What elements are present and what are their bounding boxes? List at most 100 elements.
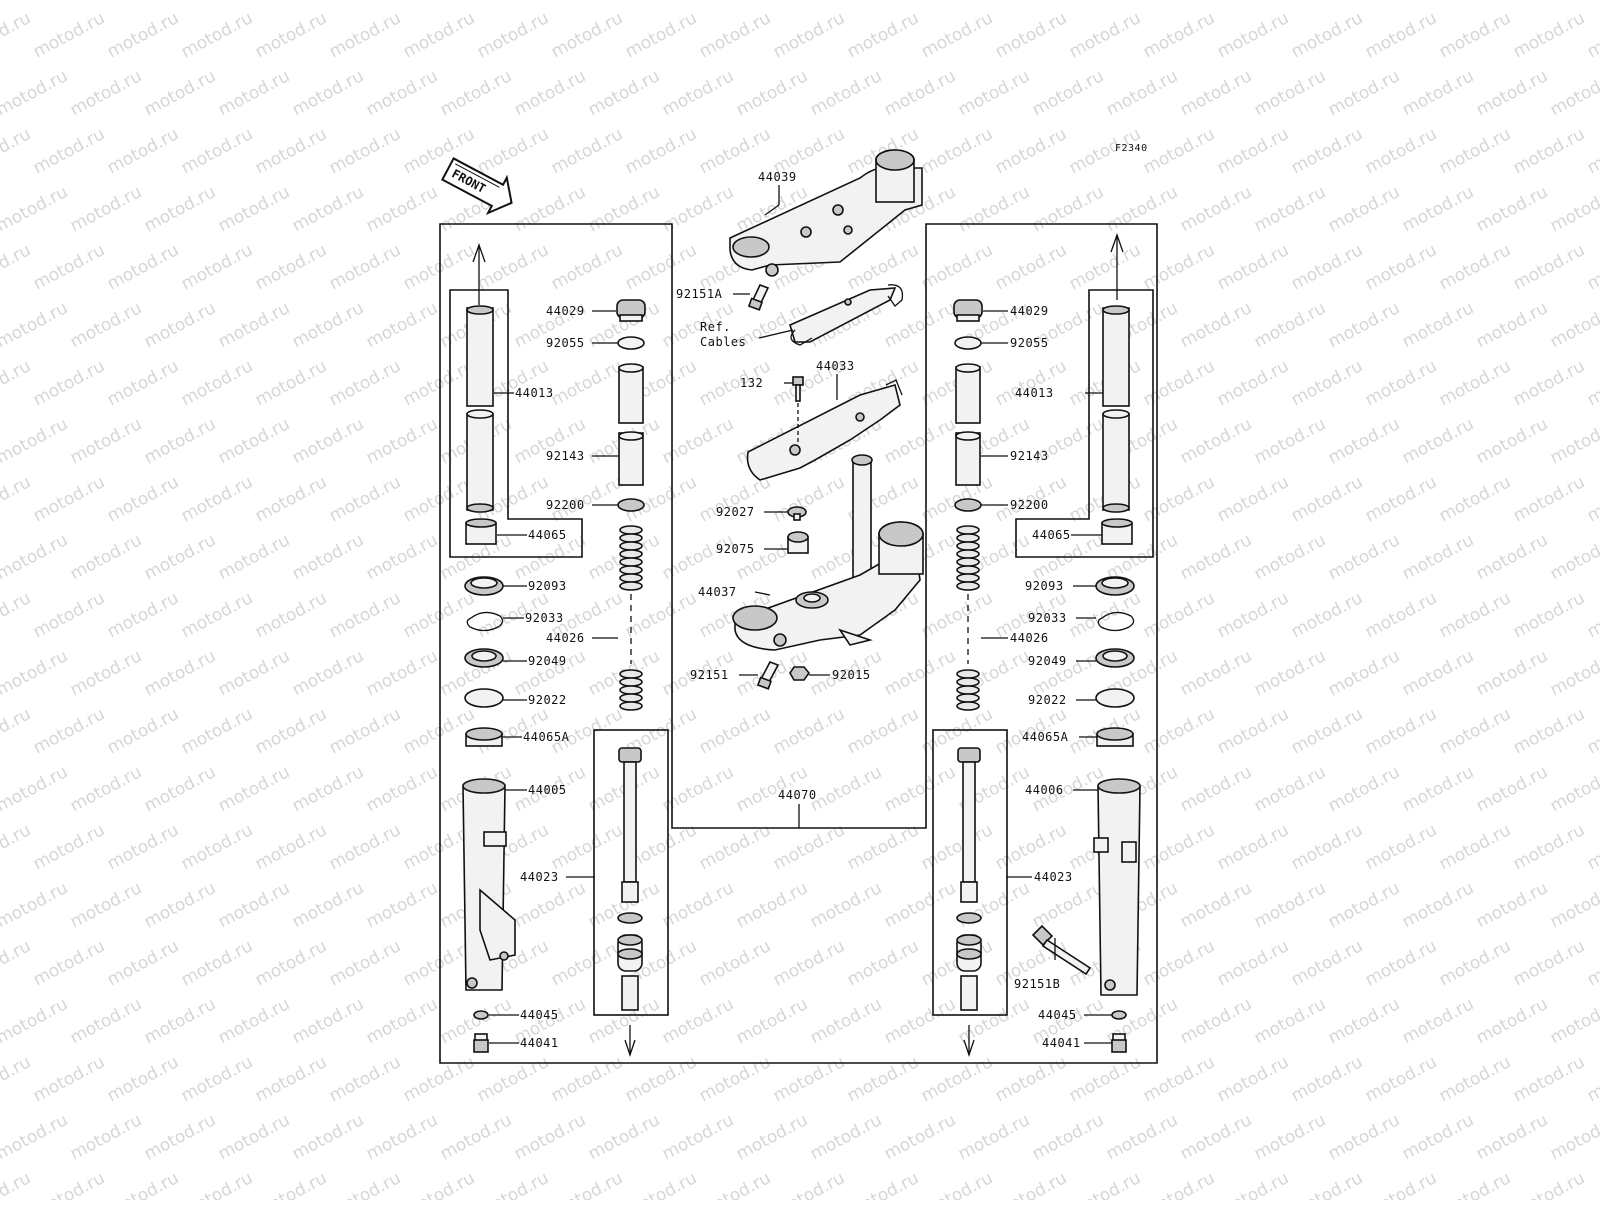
watermark-text: motod.ru xyxy=(400,704,478,758)
watermark-text: motod.ru xyxy=(992,1052,1070,1106)
watermark-text: motod.ru xyxy=(1436,1168,1514,1200)
watermark-text: motod.ru xyxy=(289,66,367,120)
watermark-text: motod.ru xyxy=(178,936,256,990)
watermark-text: motod.ru xyxy=(1325,0,1403,4)
watermark-text: motod.ru xyxy=(770,936,848,990)
watermark-text: motod.ru xyxy=(363,66,441,120)
watermark-text: motod.ru xyxy=(363,182,441,236)
watermark-text: motod.ru xyxy=(1214,472,1292,526)
watermark-text: motod.ru xyxy=(733,0,811,4)
watermark-text: motod.ru xyxy=(1547,1110,1600,1164)
watermark-text: motod.ru xyxy=(1473,298,1551,352)
watermark-text: motod.ru xyxy=(0,0,71,4)
label-center-92151: 92151 xyxy=(690,668,729,682)
watermark-text: motod.ru xyxy=(1510,124,1588,178)
watermark-text: motod.ru xyxy=(67,182,145,236)
watermark-text: motod.ru xyxy=(215,994,293,1048)
watermark-text: motod.ru xyxy=(1140,124,1218,178)
watermark-text: motod.ru xyxy=(178,588,256,642)
label-right-44065A: 44065A xyxy=(1022,730,1069,744)
watermark-text: motod.ru xyxy=(1399,298,1477,352)
label-right-92200: 92200 xyxy=(1010,498,1049,512)
watermark-text: motod.ru xyxy=(1177,66,1255,120)
label-right-92049: 92049 xyxy=(1028,654,1067,668)
right-fork-tube xyxy=(1102,305,1130,513)
watermark-text: motod.ru xyxy=(1547,530,1600,584)
watermark-text: motod.ru xyxy=(30,1052,108,1106)
watermark-text: motod.ru xyxy=(1399,66,1477,120)
watermark-text: motod.ru xyxy=(1547,646,1600,700)
watermark-text: motod.ru xyxy=(178,356,256,410)
watermark-text: motod.ru xyxy=(1288,704,1366,758)
watermark-text: motod.ru xyxy=(807,0,885,4)
label-center-44070: 44070 xyxy=(778,788,817,802)
leader-lines xyxy=(489,185,1112,1044)
watermark-text: motod.ru xyxy=(548,240,626,294)
watermark-text: motod.ru xyxy=(1214,588,1292,642)
watermark-text: motod.ru xyxy=(437,0,515,4)
watermark-text: motod.ru xyxy=(622,1052,700,1106)
watermark-text: motod.ru xyxy=(696,8,774,62)
label-left-44029: 44029 xyxy=(546,304,585,318)
watermark-text: motod.ru xyxy=(1473,530,1551,584)
watermark-text: motod.ru xyxy=(1214,1168,1292,1200)
watermark-text: motod.ru xyxy=(696,936,774,990)
watermark-text: motod.ru xyxy=(511,1110,589,1164)
left-washer-92200 xyxy=(617,498,645,512)
watermark-text: motod.ru xyxy=(511,878,589,932)
watermark-text: motod.ru xyxy=(1399,878,1477,932)
watermark-text: motod.ru xyxy=(844,8,922,62)
watermark-text: motod.ru xyxy=(1103,1110,1181,1164)
label-left-44041: 44041 xyxy=(520,1036,559,1050)
watermark-text: motod.ru xyxy=(1547,0,1600,4)
watermark-text: motod.ru xyxy=(585,0,663,4)
right-bushing-44065A xyxy=(1096,727,1134,747)
watermark-text: motod.ru xyxy=(178,124,256,178)
label-center-92027: 92027 xyxy=(716,505,755,519)
watermark-text: motod.ru xyxy=(0,1110,71,1164)
watermark-text: motod.ru xyxy=(0,762,71,816)
watermark-text: motod.ru xyxy=(1584,240,1600,294)
watermark-text: motod.ru xyxy=(1066,8,1144,62)
watermark-text: motod.ru xyxy=(1362,1052,1440,1106)
watermark-text: motod.ru xyxy=(215,182,293,236)
left-damper-rod-44023 xyxy=(617,747,643,1011)
watermark-text: motod.ru xyxy=(1399,646,1477,700)
watermark-text: motod.ru xyxy=(1251,530,1329,584)
watermark-text: motod.ru xyxy=(1251,298,1329,352)
steering-stem-44037 xyxy=(732,454,924,651)
watermark-text: motod.ru xyxy=(215,878,293,932)
watermark-text: motod.ru xyxy=(104,704,182,758)
watermark-text: motod.ru xyxy=(1140,472,1218,526)
left-bushing-44065 xyxy=(465,518,497,545)
watermark-text: motod.ru xyxy=(1214,936,1292,990)
watermark-text: motod.ru xyxy=(770,1168,848,1200)
watermark-text: motod.ru xyxy=(1547,182,1600,236)
watermark-text: motod.ru xyxy=(1251,762,1329,816)
watermark-text: motod.ru xyxy=(252,820,330,874)
watermark-text: motod.ru xyxy=(1251,994,1329,1048)
right-bolt-44041 xyxy=(1111,1033,1127,1053)
watermark-text: motod.ru xyxy=(363,530,441,584)
watermark-text: motod.ru xyxy=(844,1168,922,1200)
watermark-text: motod.ru xyxy=(215,0,293,4)
label-right-44065: 44065 xyxy=(1032,528,1071,542)
watermark-text: motod.ru xyxy=(30,936,108,990)
watermark-text: motod.ru xyxy=(252,472,330,526)
watermark-text: motod.ru xyxy=(1362,704,1440,758)
left-spring-44026 xyxy=(619,525,643,711)
watermark-text: motod.ru xyxy=(881,298,959,352)
watermark-text: motod.ru xyxy=(215,298,293,352)
watermark-text: motod.ru xyxy=(1436,820,1514,874)
watermark-text: motod.ru xyxy=(0,1052,34,1106)
right-outer-tube-44006 xyxy=(1093,778,1141,996)
watermark-text: motod.ru xyxy=(1473,0,1551,4)
watermark-text: motod.ru xyxy=(0,356,34,410)
watermark-text: motod.ru xyxy=(696,704,774,758)
watermark-text: motod.ru xyxy=(1325,762,1403,816)
watermark-text: motod.ru xyxy=(511,66,589,120)
watermark-text: motod.ru xyxy=(548,1168,626,1200)
watermark-text: motod.ru xyxy=(178,820,256,874)
watermark-text: motod.ru xyxy=(30,472,108,526)
label-center-44033: 44033 xyxy=(816,359,855,373)
